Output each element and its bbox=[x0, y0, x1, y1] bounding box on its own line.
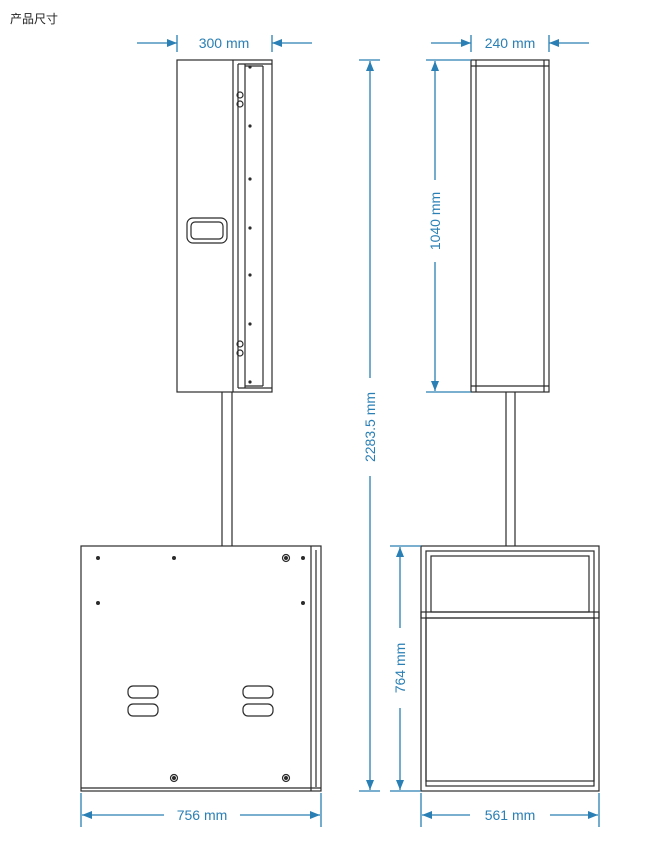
handle-icon bbox=[186, 217, 228, 244]
handle-icon bbox=[127, 685, 159, 699]
dim-sub-depth-label: 561 mm bbox=[485, 807, 536, 823]
front-top-speaker bbox=[176, 59, 273, 393]
front-pole bbox=[221, 392, 233, 546]
dim-total-height-label: 2283.5 mm bbox=[362, 392, 378, 462]
front-view bbox=[80, 59, 322, 792]
side-top-speaker bbox=[470, 59, 550, 393]
side-subwoofer bbox=[420, 545, 600, 792]
front-subwoofer bbox=[80, 545, 322, 792]
dim-top-depth-label: 240 mm bbox=[485, 35, 536, 51]
dimension-lines bbox=[80, 35, 600, 827]
dim-top-height-label: 1040 mm bbox=[427, 192, 443, 250]
rigging-point-icon bbox=[236, 91, 244, 99]
dim-sub-width-label: 756 mm bbox=[177, 807, 228, 823]
page-title: 产品尺寸 bbox=[10, 12, 59, 26]
dim-top-width-label: 300 mm bbox=[199, 35, 250, 51]
dim-sub-height-label: 764 mm bbox=[392, 643, 408, 694]
side-pole bbox=[505, 392, 516, 546]
side-view bbox=[420, 59, 600, 792]
